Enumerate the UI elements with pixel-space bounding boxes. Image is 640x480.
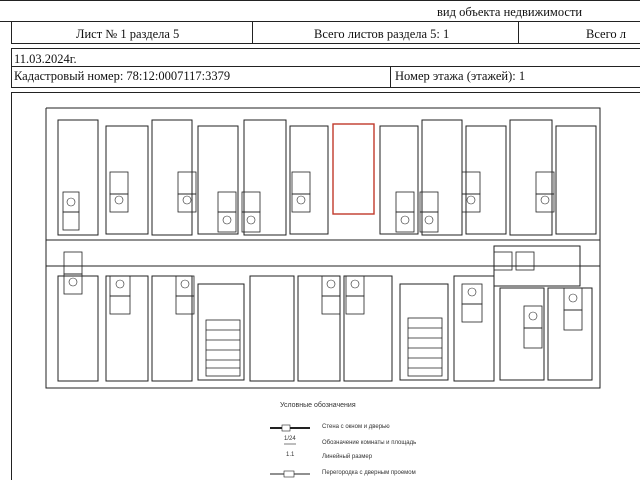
highlighted-room [332,123,375,215]
cadastral-number: Кадастровый номер: 78:12:0007117:3379 [14,69,231,83]
floor-number: Номер этажа (этажей): 1 [395,69,526,83]
date-text: 11.03.2024г. [14,52,77,66]
staircase-right [407,317,443,377]
annex [493,245,581,287]
fixtures [66,195,578,321]
legend-item-3-text: Линейный размер [322,454,373,460]
legend-item-1-text: Стена с окном и дверью [322,424,390,430]
bathrooms [62,171,583,349]
total-sheets-truncated: Всего л [586,27,627,41]
legend-item-2-text: Обозначение комнаты и площадь [322,440,417,446]
object-type-text: вид объекта недвижимости [437,5,583,19]
legend-item-4-text: Перегородка с дверным проемом [322,470,416,476]
staircase-left [205,319,241,377]
top-rooms [57,119,597,236]
legend-item-2-symbol: 1/24 [284,436,296,442]
legend [270,424,310,478]
sheet-number: Лист № 1 раздела 5 [76,27,180,41]
legend-item-3-symbol: 1.1 [286,452,295,458]
building-outline [45,107,601,389]
total-sheets: Всего листов раздела 5: 1 [314,27,450,41]
bottom-rooms [57,275,593,382]
legend-title: Условные обозначения [280,402,356,409]
